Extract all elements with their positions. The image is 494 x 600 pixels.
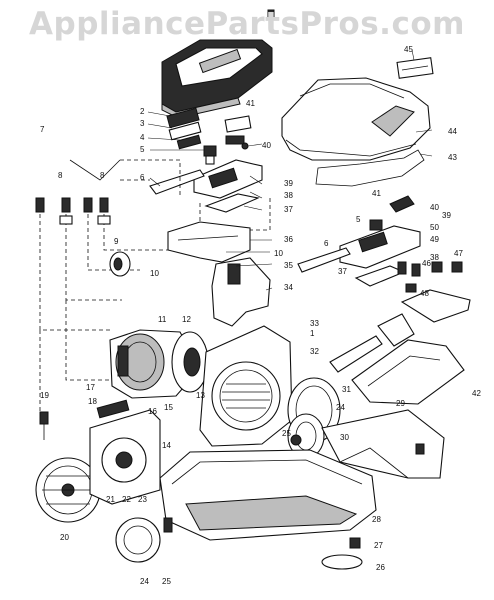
wire-connectors [35, 197, 111, 225]
lid-cover [281, 77, 431, 161]
callout-18: 18 [88, 397, 97, 406]
callout-7: 7 [40, 125, 45, 134]
callout-22: 22 [122, 495, 131, 504]
callout-21: 21 [106, 495, 115, 504]
wire-harness [39, 159, 271, 420]
callout-31: 31 [342, 385, 351, 394]
callout-43: 43 [448, 153, 457, 162]
dust-brush [329, 313, 415, 373]
switch-plates [166, 107, 202, 150]
callout-37: 37 [338, 267, 347, 276]
motor-assembly [109, 329, 191, 399]
callout-40: 40 [262, 141, 271, 150]
callout-28: 28 [372, 515, 381, 524]
label-plate [396, 57, 434, 79]
lid-gasket [315, 149, 425, 187]
callout-29: 29 [396, 399, 405, 408]
callout-17: 17 [86, 383, 95, 392]
callout-44: 44 [448, 127, 457, 136]
callout-32: 32 [310, 347, 319, 356]
switch-knob [203, 145, 217, 165]
top-housing [161, 39, 273, 119]
top-screw [267, 9, 275, 24]
reel-housing [89, 399, 161, 505]
callout-5: 5 [140, 145, 145, 154]
callout-45: 45 [404, 45, 413, 54]
callout-6: 6 [140, 173, 145, 182]
crevice-tool [400, 289, 471, 323]
callout-47: 47 [454, 249, 463, 258]
rear-wheel [115, 517, 173, 563]
callout-6: 6 [324, 239, 329, 248]
callout-23: 23 [138, 495, 147, 504]
callout-10: 10 [274, 249, 283, 258]
motor-bracket [211, 257, 271, 327]
callout-10: 10 [150, 269, 159, 278]
callout-30: 30 [340, 433, 349, 442]
callout-20: 20 [60, 533, 69, 542]
callout-5: 5 [356, 215, 361, 224]
callout-40: 40 [430, 203, 439, 212]
callout-11: 11 [158, 315, 167, 324]
callout-36: 36 [284, 235, 293, 244]
callout-37: 37 [284, 205, 293, 214]
callout-27: 27 [374, 541, 383, 550]
callout-49: 49 [430, 235, 439, 244]
switch-assembly-right [297, 195, 463, 293]
callout-9: 9 [114, 237, 119, 246]
callout-34: 34 [284, 283, 293, 292]
callout-8: 8 [100, 171, 105, 180]
callout-labels: 2 3 4 5 6 7 8 8 9 10 10 11 12 13 14 15 1… [40, 45, 481, 586]
power-plug [39, 411, 49, 440]
callout-41: 41 [246, 99, 255, 108]
motor-fan [171, 331, 209, 393]
callout-13: 13 [196, 391, 205, 400]
callout-4: 4 [140, 133, 145, 142]
vacuum-base [159, 449, 377, 541]
wheel-knob [109, 251, 131, 277]
callout-16: 16 [148, 407, 157, 416]
leader-lines [147, 49, 433, 291]
callout-48: 48 [420, 289, 429, 298]
callout-39: 39 [442, 211, 451, 220]
callout-25: 25 [282, 429, 291, 438]
callout-1: 1 [310, 329, 315, 338]
callout-19: 19 [40, 391, 49, 400]
callout-38: 38 [430, 253, 439, 262]
switch-assembly [193, 115, 263, 213]
callout-26: 26 [376, 563, 385, 572]
callout-2: 2 [140, 107, 145, 116]
callout-33: 33 [310, 319, 319, 328]
callout-25: 25 [162, 577, 171, 586]
switch-rail [149, 169, 205, 195]
floor-nozzle [351, 339, 465, 405]
callout-46: 46 [422, 259, 431, 268]
filter-ring [287, 413, 325, 459]
caster [321, 537, 363, 570]
callout-24: 24 [140, 577, 149, 586]
callout-3: 3 [140, 119, 145, 128]
callout-35: 35 [284, 261, 293, 270]
callout-39: 39 [284, 179, 293, 188]
callout-41: 41 [372, 189, 381, 198]
callout-24: 24 [336, 403, 345, 412]
fan-housing [199, 325, 293, 447]
callout-12: 12 [182, 315, 191, 324]
air-baffle [167, 221, 251, 263]
callout-15: 15 [164, 403, 173, 412]
callout-8: 8 [58, 171, 63, 180]
callout-14: 14 [162, 441, 171, 450]
callout-38: 38 [284, 191, 293, 200]
callout-50: 50 [430, 223, 439, 232]
callout-42: 42 [472, 389, 481, 398]
